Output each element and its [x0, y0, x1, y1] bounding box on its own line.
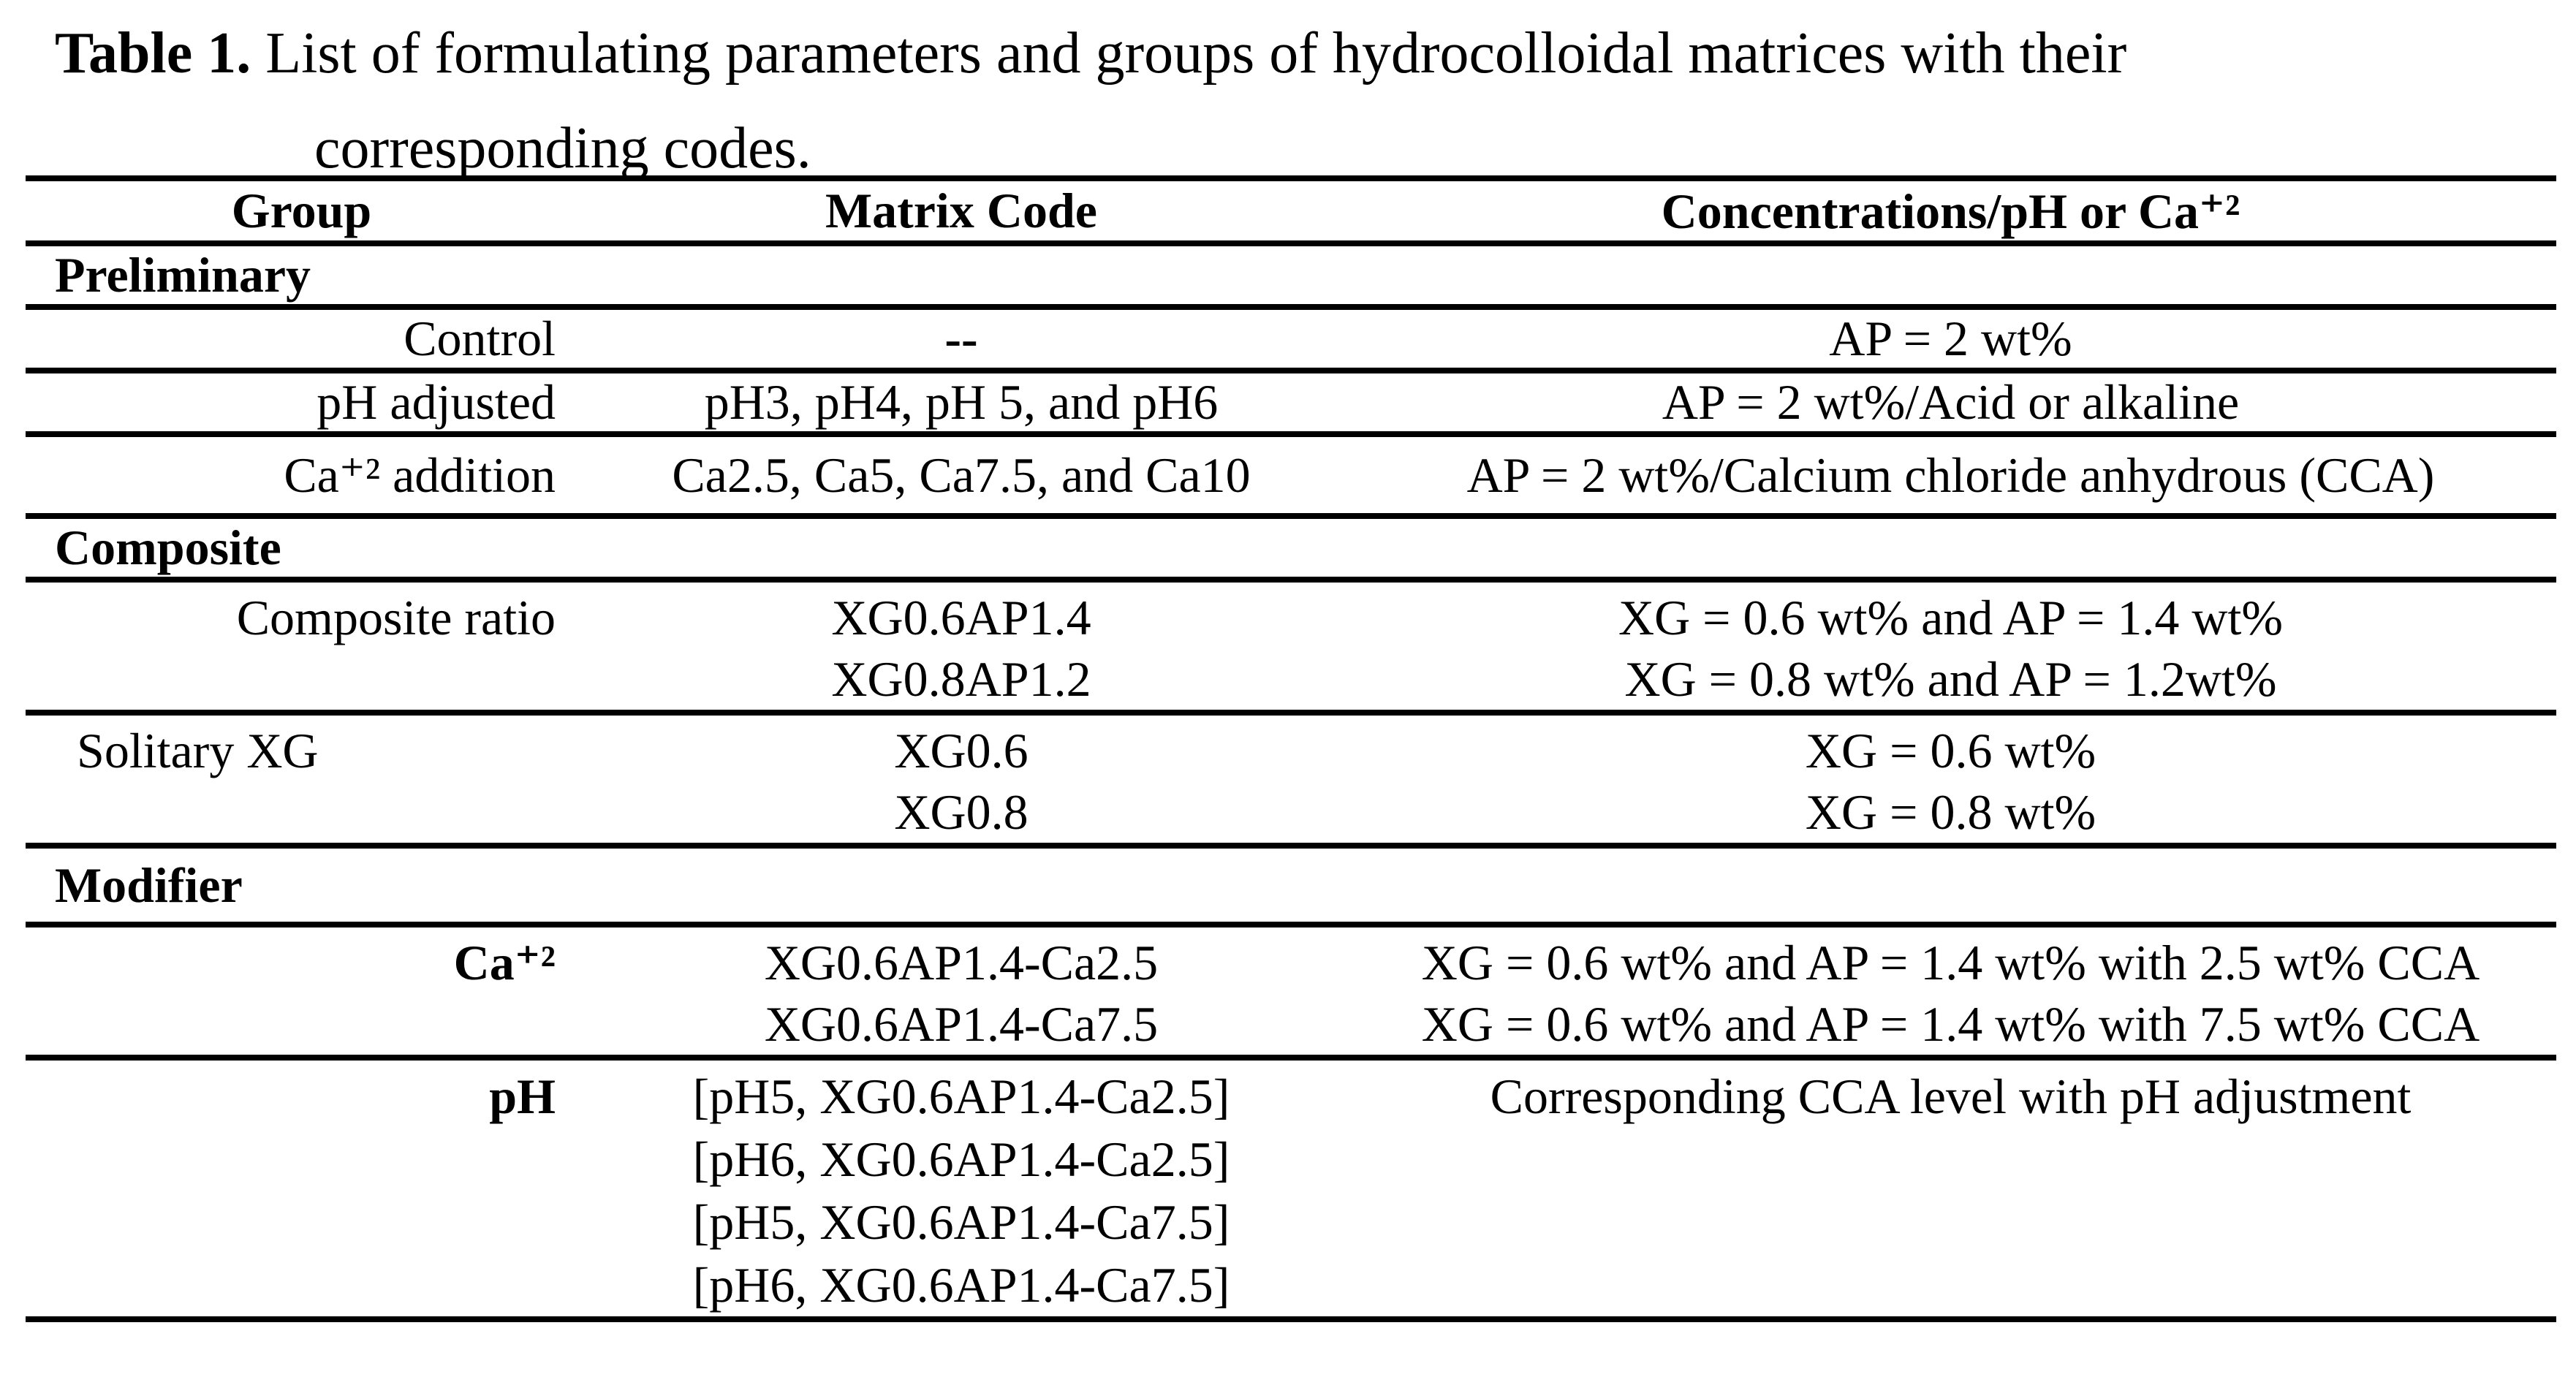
- concentration-cell: AP = 2 wt%: [1829, 311, 2072, 366]
- matrix-code: XG0.6AP1.4-Ca7.5: [764, 996, 1159, 1052]
- table-row: pH [pH5, XG0.6AP1.4-Ca2.5] [pH6, XG0.6AP…: [26, 1058, 2556, 1319]
- table-row: Ca⁺² addition Ca2.5, Ca5, Ca7.5, and Ca1…: [26, 434, 2556, 516]
- group-cell: Solitary XG: [26, 713, 577, 846]
- table-row: Composite ratio XG0.6AP1.4 XG0.8AP1.2 XG…: [26, 580, 2556, 713]
- concentration: XG = 0.8 wt% and AP = 1.2wt%: [1624, 651, 2277, 707]
- matrix-code: XG0.6AP1.4: [831, 590, 1091, 645]
- group-cell: Control: [404, 311, 556, 366]
- concentration: XG = 0.6 wt% and AP = 1.4 wt% with 7.5 w…: [1421, 996, 2480, 1052]
- column-header-group: Group: [231, 183, 372, 238]
- section-row-modifier: Modifier: [26, 846, 2556, 925]
- group-cell: Ca⁺²: [26, 925, 577, 1058]
- group-cell: Composite ratio: [26, 580, 577, 713]
- table-row: Solitary XG XG0.6 XG0.8 XG = 0.6 wt% XG …: [26, 713, 2556, 846]
- section-label: Modifier: [55, 857, 243, 913]
- table-row: Control -- AP = 2 wt%: [26, 307, 2556, 371]
- section-label: Composite: [55, 520, 281, 575]
- section-row-composite: Composite: [26, 516, 2556, 580]
- matrix-code: [pH5, XG0.6AP1.4-Ca2.5]: [692, 1069, 1230, 1124]
- header-row: Group Matrix Code Concentrations/pH or C…: [26, 178, 2556, 243]
- concentration: XG = 0.8 wt%: [1805, 784, 2096, 840]
- table-caption-label: Table 1.: [55, 21, 251, 86]
- matrix-code-cell: XG0.6 XG0.8: [577, 713, 1345, 846]
- matrix-code-cell: Ca2.5, Ca5, Ca7.5, and Ca10: [672, 447, 1251, 503]
- table-row: pH adjusted pH3, pH4, pH 5, and pH6 AP =…: [26, 371, 2556, 434]
- concentration-cell: XG = 0.6 wt% and AP = 1.4 wt% XG = 0.8 w…: [1345, 580, 2556, 713]
- group-label: pH: [489, 1069, 556, 1124]
- matrix-code-cell: [pH5, XG0.6AP1.4-Ca2.5] [pH6, XG0.6AP1.4…: [577, 1058, 1345, 1319]
- concentration: XG = 0.6 wt% and AP = 1.4 wt% with 2.5 w…: [1421, 935, 2480, 990]
- matrix-code: [pH6, XG0.6AP1.4-Ca7.5]: [692, 1257, 1230, 1313]
- table-caption-text: List of formulating parameters and group…: [265, 21, 2127, 86]
- group-cell: pH: [26, 1058, 577, 1319]
- matrix-code: XG0.6AP1.4-Ca2.5: [764, 935, 1159, 990]
- concentration-cell: AP = 2 wt%/Calcium chloride anhydrous (C…: [1466, 447, 2435, 503]
- section-label: Preliminary: [55, 247, 311, 303]
- concentration: XG = 0.6 wt%: [1805, 723, 2096, 778]
- group-cell: Ca⁺² addition: [284, 447, 556, 503]
- matrix-code: [pH5, XG0.6AP1.4-Ca7.5]: [692, 1194, 1230, 1250]
- concentration: XG = 0.6 wt% and AP = 1.4 wt%: [1618, 590, 2284, 645]
- column-header-matrix-code: Matrix Code: [825, 183, 1097, 238]
- matrix-code-cell: --: [944, 311, 978, 366]
- matrix-code: [pH6, XG0.6AP1.4-Ca2.5]: [692, 1131, 1230, 1187]
- matrix-code-cell: XG0.6AP1.4 XG0.8AP1.2: [577, 580, 1345, 713]
- matrix-code-cell: XG0.6AP1.4-Ca2.5 XG0.6AP1.4-Ca7.5: [577, 925, 1345, 1058]
- parameters-table: Group Matrix Code Concentrations/pH or C…: [26, 175, 2556, 1322]
- section-row-preliminary: Preliminary: [26, 243, 2556, 307]
- group-cell: pH adjusted: [317, 374, 556, 430]
- concentration-cell: XG = 0.6 wt% and AP = 1.4 wt% with 2.5 w…: [1345, 925, 2556, 1058]
- column-header-concentrations: Concentrations/pH or Ca⁺²: [1661, 183, 2240, 239]
- matrix-code: XG0.6: [894, 723, 1028, 778]
- table-caption-line1: Table 1. List of formulating parameters …: [55, 20, 2126, 87]
- group-label: Solitary XG: [77, 723, 319, 778]
- matrix-code-cell: pH3, pH4, pH 5, and pH6: [704, 374, 1219, 430]
- matrix-code: XG0.8AP1.2: [831, 651, 1091, 707]
- table-row: Ca⁺² XG0.6AP1.4-Ca2.5 XG0.6AP1.4-Ca7.5 X…: [26, 925, 2556, 1058]
- group-label: Composite ratio: [236, 590, 556, 645]
- concentration: Corresponding CCA level with pH adjustme…: [1490, 1069, 2412, 1124]
- matrix-code: XG0.8: [894, 784, 1028, 840]
- concentration-cell: AP = 2 wt%/Acid or alkaline: [1662, 374, 2240, 430]
- concentration-cell: XG = 0.6 wt% XG = 0.8 wt%: [1345, 713, 2556, 846]
- concentration-cell: Corresponding CCA level with pH adjustme…: [1345, 1058, 2556, 1319]
- table-caption-line2: corresponding codes.: [314, 116, 811, 181]
- group-label: Ca⁺²: [453, 935, 556, 990]
